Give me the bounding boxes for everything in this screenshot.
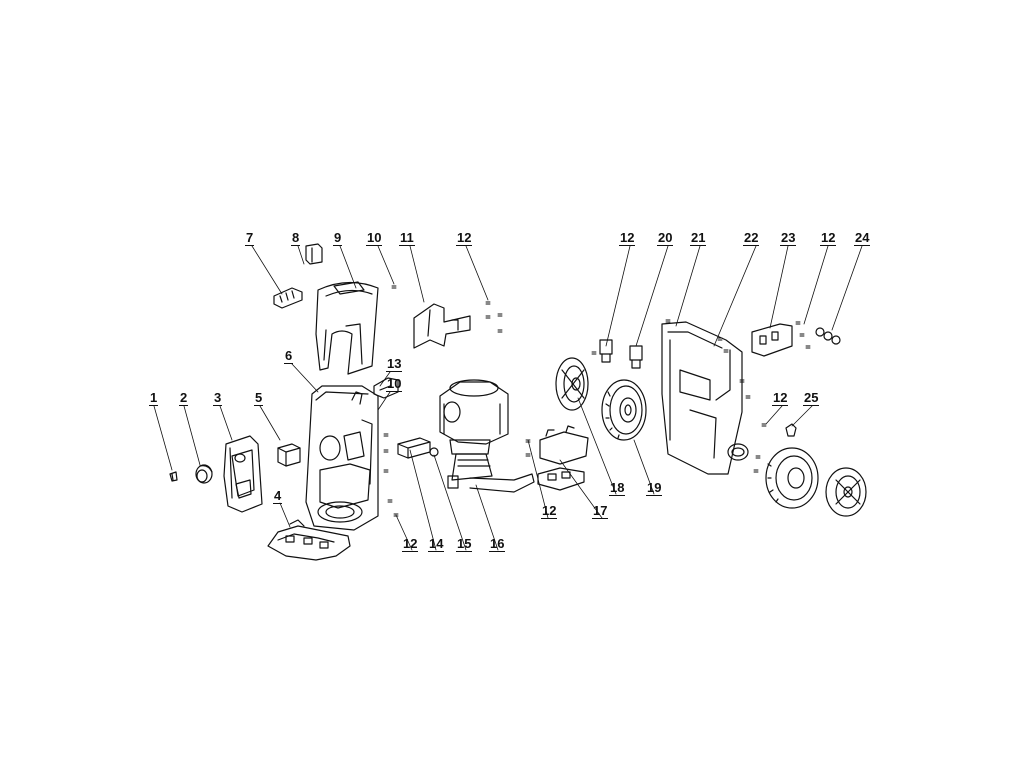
part-seal	[429, 447, 439, 457]
part-main-housing	[305, 385, 379, 531]
part-hook-panel	[751, 323, 793, 357]
callout-21: 21	[690, 230, 707, 246]
callout-12-right: 12	[772, 390, 789, 406]
part-knob-small	[169, 471, 178, 482]
part-hose-reel	[601, 379, 647, 441]
part-wheel-tire	[765, 447, 819, 509]
part-wheel-cap	[825, 467, 867, 517]
part-hose-bracket	[413, 303, 471, 349]
part-block-5	[277, 443, 301, 467]
callout-3: 3	[213, 390, 223, 406]
callout-12-bottom-left: 12	[402, 536, 419, 552]
callout-1: 1	[149, 390, 159, 406]
callout-11: 11	[399, 230, 415, 246]
screws	[383, 285, 811, 517]
part-nuts	[815, 327, 841, 345]
callout-10-mid: 10	[386, 376, 403, 392]
part-base-tray	[267, 519, 351, 561]
callout-6: 6	[284, 348, 294, 364]
callout-14: 14	[428, 536, 445, 552]
callout-5: 5	[254, 390, 264, 406]
part-clip-25	[785, 423, 797, 437]
part-wheel-hub	[555, 357, 589, 411]
leader-lines	[153, 245, 863, 551]
callout-19: 19	[646, 480, 663, 496]
callout-4: 4	[273, 488, 283, 504]
callout-25: 25	[803, 390, 820, 406]
part-handle-frame	[315, 281, 379, 375]
callout-17: 17	[592, 503, 609, 519]
callout-12-top-right: 12	[820, 230, 837, 246]
callout-2: 2	[179, 390, 189, 406]
callout-12-bottom-mid: 12	[541, 503, 558, 519]
callout-13: 13	[386, 356, 403, 372]
part-cap	[195, 464, 213, 484]
callout-16: 16	[489, 536, 506, 552]
callout-24: 24	[854, 230, 871, 246]
callout-9: 9	[333, 230, 343, 246]
callout-7: 7	[245, 230, 255, 246]
part-motor-pump	[439, 379, 535, 493]
callout-15: 15	[456, 536, 473, 552]
callout-20: 20	[657, 230, 674, 246]
part-front-cover	[223, 435, 263, 513]
callout-22: 22	[743, 230, 760, 246]
part-handle-grip	[273, 287, 303, 309]
part-fitting-20	[599, 339, 643, 369]
part-valve-manifold	[537, 425, 589, 491]
callout-18: 18	[609, 480, 626, 496]
callout-10-top: 10	[366, 230, 383, 246]
part-rear-frame	[661, 321, 749, 475]
part-clip	[305, 243, 323, 265]
callout-23: 23	[780, 230, 797, 246]
part-small-bracket	[373, 377, 399, 399]
callout-12-top-mid: 12	[619, 230, 636, 246]
callout-8: 8	[291, 230, 301, 246]
callout-12-top-left: 12	[456, 230, 473, 246]
part-switch-block	[397, 437, 431, 459]
